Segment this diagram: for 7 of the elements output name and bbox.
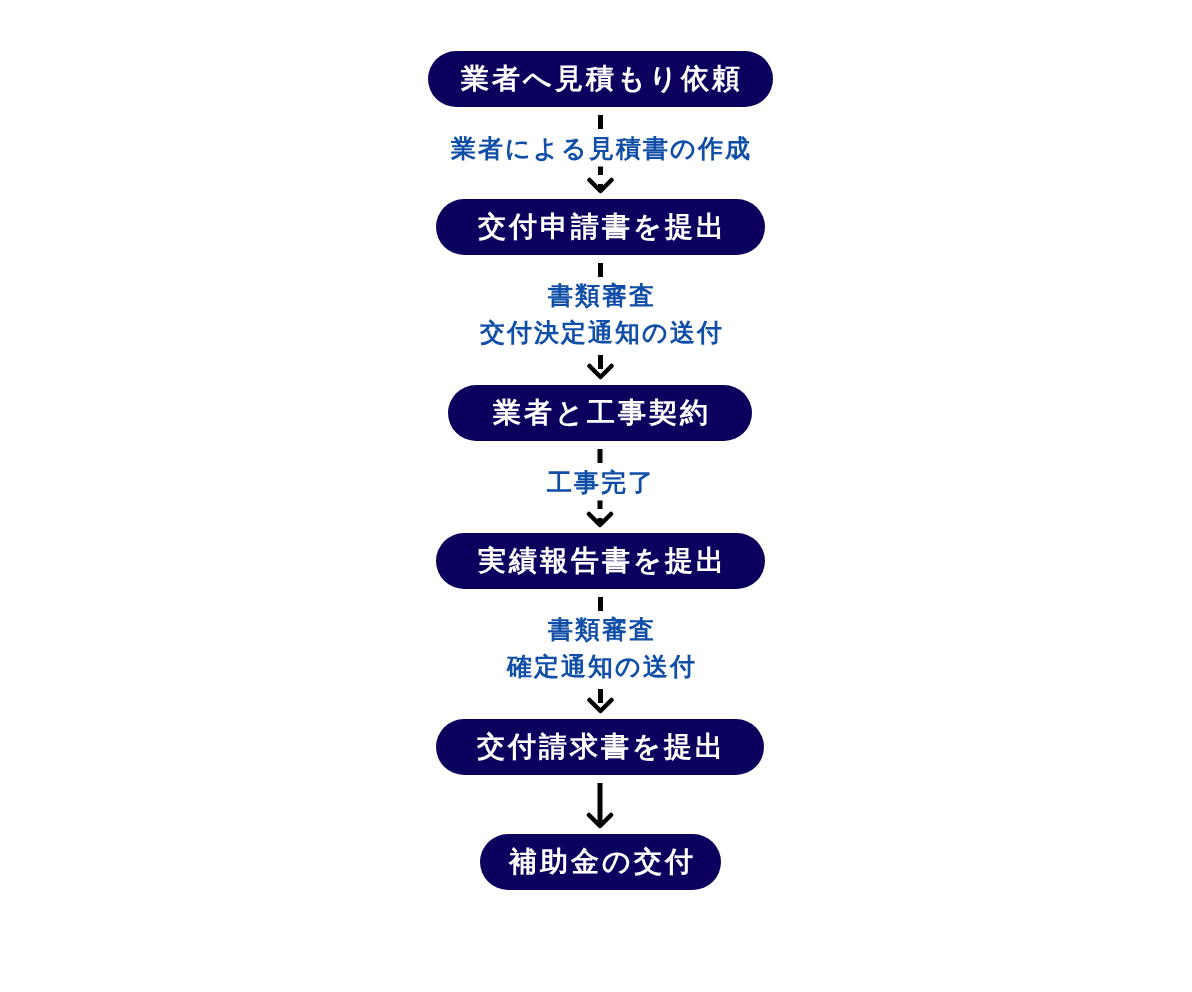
process-box: 交付請求書を提出: [436, 719, 764, 775]
process-box: 業者へ見積もり依頼: [428, 51, 773, 107]
process-box: 交付申請書を提出: [436, 199, 765, 255]
arrow: [586, 783, 614, 829]
process-box: 業者と工事契約: [448, 385, 752, 441]
process-box: 補助金の交付: [480, 834, 721, 890]
process-box: 実績報告書を提出: [436, 533, 765, 589]
